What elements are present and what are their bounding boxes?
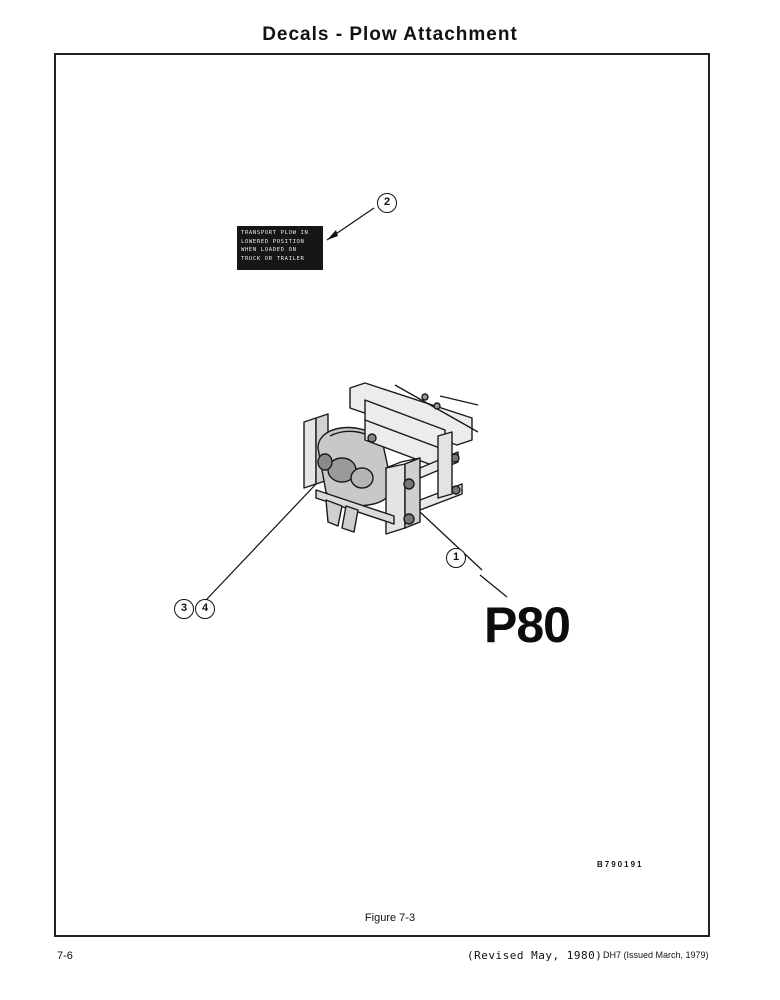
decal-line-2: LOWERED POSITION: [241, 238, 305, 245]
leader-line-34: [205, 483, 317, 601]
callout-4: 4: [195, 599, 215, 619]
figure-caption: Figure 7-3: [364, 912, 416, 924]
callout-1: 1: [446, 548, 466, 568]
decal-line-4: TRUCK OR TRAILER: [241, 255, 305, 262]
revision-note: (Revised May, 1980): [467, 949, 603, 962]
hitch-frame-drawing: [303, 382, 479, 535]
decal-line-3: WHEN LOADED ON: [241, 247, 297, 253]
issue-note: DH7 (Issued March, 1979): [603, 950, 709, 960]
decal-line-1: TRANSPORT PLOW IN: [241, 230, 309, 236]
figure-frame: [54, 53, 710, 937]
callout-2: 2: [377, 193, 397, 213]
leader-line-1: [419, 511, 483, 571]
transport-warning-decal: TRANSPORT PLOW IN LOWERED POSITION WHEN …: [237, 226, 323, 270]
model-decal: P80: [484, 597, 571, 653]
part-number: B790191: [597, 860, 644, 869]
page-number: 7-6: [57, 950, 73, 962]
callout-3: 3: [174, 599, 194, 619]
page-title: Decals - Plow Attachment: [262, 24, 518, 45]
